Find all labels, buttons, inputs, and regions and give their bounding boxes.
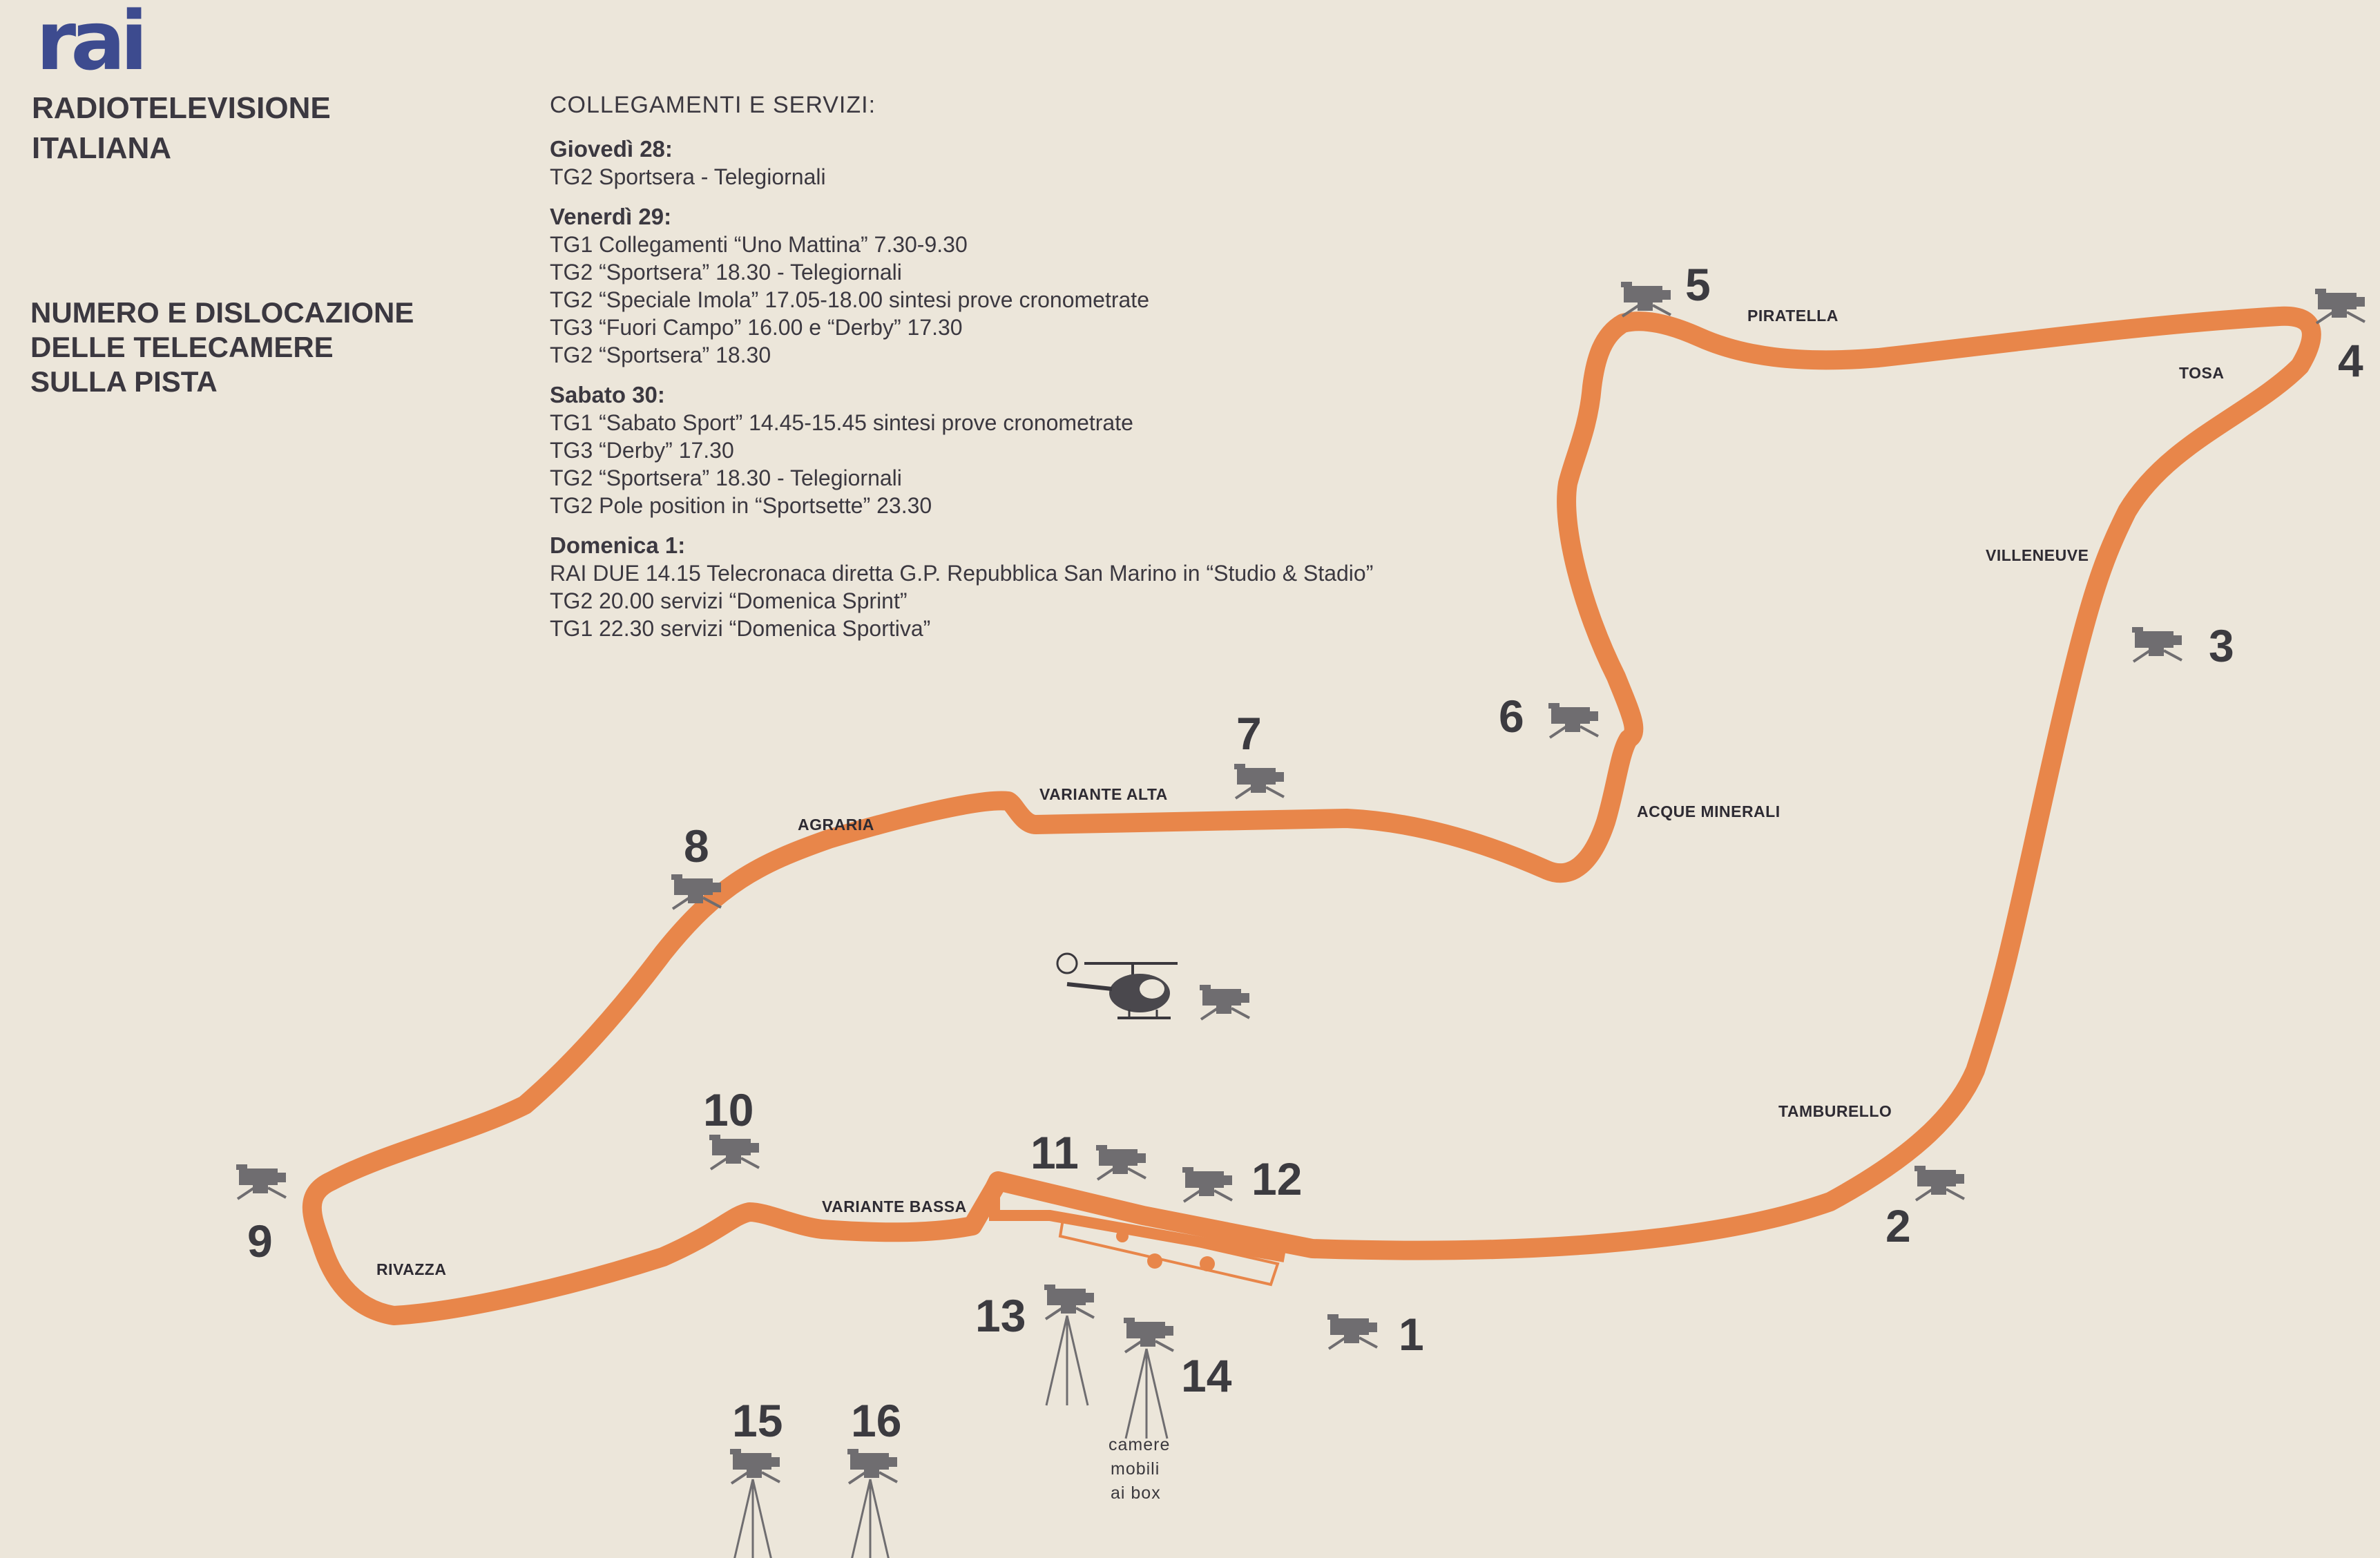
camera-number: 8 [684,820,709,872]
tripod-icon [731,1478,775,1558]
pit-camera-note: mobili [1111,1459,1160,1479]
map-subtitle: NUMERO E DISLOCAZIONE DELLE TELECAMERE S… [30,296,414,399]
camera-icon [1326,1313,1379,1350]
map-subtitle-line: SULLA PISTA [30,365,218,398]
camera-icon [2131,626,2183,663]
camera-icon [1913,1164,1966,1202]
schedule-line: TG3 “Derby” 17.30 [550,438,734,463]
tripod-icon [848,1478,892,1558]
schedule-line: TG1 22.30 servizi “Domenica Sportiva” [550,616,931,641]
pit-marker [1116,1230,1129,1242]
schedule-line: RAI DUE 14.15 Telecronaca diretta G.P. R… [550,561,1374,586]
camera-number: 11 [1030,1127,1079,1178]
camera-icon [846,1448,899,1485]
camera-icon [729,1448,781,1485]
camera-icon [235,1163,287,1200]
pit-camera-note: ai box [1111,1483,1161,1503]
schedule-line: TG2 Pole position in “Sportsette” 23.30 [550,493,932,518]
schedule-day-title: Domenica 1: [550,532,686,558]
corner-label: TAMBURELLO [1778,1102,1892,1120]
schedule-line: TG2 20.00 servizi “Domenica Sprint” [550,588,908,613]
camera-icon [1181,1166,1234,1203]
pit-marker [1200,1256,1215,1271]
rai-logo: rai [36,0,148,88]
camera-number: 15 [732,1395,783,1446]
pit-marker [1147,1253,1162,1269]
camera-number: 13 [975,1290,1026,1341]
camera-icon [1095,1144,1147,1181]
map-subtitle-line: DELLE TELECAMERE [30,331,334,363]
camera-number: 16 [851,1395,901,1446]
camera-number: 3 [2209,620,2234,671]
tripod-icon [1124,1347,1169,1440]
schedule-day-title: Venerdì 29: [550,204,672,229]
pit-building [1058,1213,1280,1287]
schedule-line: TG2 Sportsera - Telegiornali [550,164,826,189]
corner-label: AGRARIA [798,816,874,834]
organization-name: RADIOTELEVISIONE ITALIANA [32,88,331,169]
schedule-day-title: Giovedì 28: [550,136,673,162]
camera-number: 5 [1685,259,1711,310]
camera-number: 12 [1251,1153,1302,1204]
schedule-line: TG3 “Fuori Campo” 16.00 e “Derby” 17.30 [550,315,963,340]
schedule-line: TG2 “Speciale Imola” 17.05-18.00 sintesi… [550,287,1149,312]
circuit-track [302,306,2321,1325]
corner-label: VARIANTE ALTA [1039,785,1168,803]
schedule-line: TG2 “Sportsera” 18.30 - Telegiornali [550,260,902,285]
schedule-day: Venerdì 29: TG1 Collegamenti “Uno Mattin… [550,203,1373,369]
corner-label: PIRATELLA [1747,307,1839,325]
pit-camera-note: camere [1109,1435,1170,1454]
schedule-line: TG1 Collegamenti “Uno Mattina” 7.30-9.30 [550,232,968,257]
camera-icon [1620,280,1672,318]
camera-icon [1043,1283,1095,1320]
camera-number: 7 [1236,708,1262,759]
map-subtitle-line: NUMERO E DISLOCAZIONE [30,296,414,329]
helicopter-icon [1056,952,1178,1019]
schedule-day-title: Sabato 30: [550,382,665,407]
camera-icon [1198,983,1251,1021]
schedule-day: Giovedì 28: TG2 Sportsera - Telegiornali [550,135,1373,191]
tripod-icon [1045,1314,1089,1407]
camera-number: 2 [1885,1200,1911,1251]
camera-number: 6 [1499,691,1524,742]
schedule-line: TG1 “Sabato Sport” 14.45-15.45 sintesi p… [550,410,1133,435]
corner-label: TOSA [2179,364,2224,382]
camera-icon [1233,762,1285,800]
schedule-line: TG2 “Sportsera” 18.30 [550,343,771,367]
schedule-day: Sabato 30: TG1 “Sabato Sport” 14.45-15.4… [550,381,1373,519]
camera-number: 10 [703,1084,754,1135]
camera-icon [1547,702,1600,739]
camera-icon [708,1133,760,1171]
camera-number: 4 [2338,335,2363,386]
corner-label: VILLENEUVE [1986,546,2089,564]
organization-name-line: ITALIANA [32,131,172,165]
schedule-title: COLLEGAMENTI E SERVIZI: [550,92,876,118]
corner-label: ACQUE MINERALI [1637,802,1781,820]
schedule-day: Domenica 1: RAI DUE 14.15 Telecronaca di… [550,532,1373,642]
camera-icon [1122,1316,1175,1354]
camera-number: 9 [247,1215,273,1267]
broadcast-schedule: COLLEGAMENTI E SERVIZI: Giovedì 28: TG2 … [550,91,1373,655]
organization-name-line: RADIOTELEVISIONE [32,91,331,125]
camera-number: 1 [1399,1309,1424,1360]
pit-lane [989,1188,1286,1262]
camera-number: 14 [1181,1350,1232,1401]
camera-icon [2314,287,2366,325]
corner-label: VARIANTE BASSA [822,1198,967,1215]
corner-label: RIVAZZA [376,1260,446,1278]
schedule-line: TG2 “Sportsera” 18.30 - Telegiornali [550,465,902,490]
